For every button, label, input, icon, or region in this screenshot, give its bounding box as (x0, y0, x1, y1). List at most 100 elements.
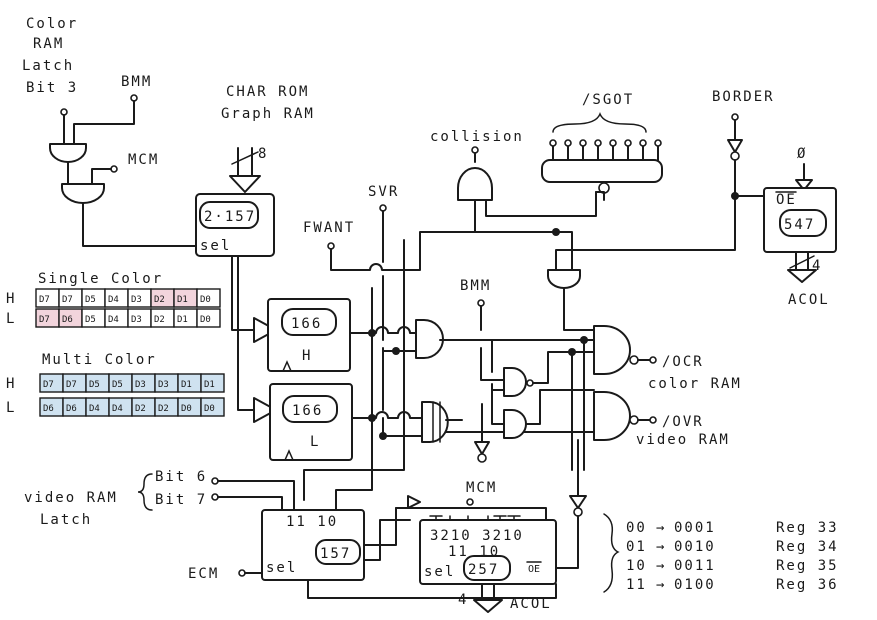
sgot-pin (579, 139, 587, 147)
chip-166-h-label: 166 (291, 316, 322, 332)
chip-547-label-box (779, 209, 827, 237)
bit7-label: Bit 7 (155, 492, 207, 508)
bus-arrow-8 (229, 147, 261, 193)
wire (555, 159, 736, 271)
register-arrow: → (656, 520, 666, 536)
wire (82, 202, 197, 247)
sgot-pin (594, 139, 602, 147)
ocr-pin (649, 356, 657, 364)
register-arrow: → (656, 558, 666, 574)
chip-166-l-label-box (282, 395, 338, 423)
bit-cell (200, 373, 225, 393)
multi-color-label: Multi Color (42, 352, 157, 368)
wire (475, 231, 573, 271)
sgot-brace (552, 111, 647, 133)
wire (555, 515, 579, 569)
bus-width-8: 8 (258, 146, 268, 162)
bus-width-4-bottom: 4 (458, 592, 468, 608)
wire (217, 480, 295, 511)
sgot-gate (541, 159, 663, 183)
register-reg: Reg 35 (776, 558, 839, 574)
chip-157-pins: 11 10 (286, 514, 338, 530)
bit-cell-label: D1 (181, 380, 192, 390)
mcm-buffer-bottom (407, 495, 421, 509)
bit-cell-label: D3 (131, 315, 142, 325)
bit-cell-label: D6 (43, 404, 54, 414)
wire (73, 100, 135, 145)
bit-cell-label: D5 (85, 315, 96, 325)
bmm-mid-label: BMM (460, 278, 491, 294)
wire (307, 579, 557, 599)
wire (395, 507, 547, 521)
chip-257-label: 257 (468, 562, 499, 578)
ocr-invert-bubble (629, 355, 639, 365)
wire (335, 287, 373, 517)
acol-invert-bubble (573, 507, 583, 517)
register-value: 0100 (674, 577, 716, 593)
nand-gate-ovr (593, 391, 631, 441)
graph-ram-label: Graph RAM (221, 106, 315, 122)
chip-157-label-box (315, 539, 361, 565)
color-ram-label: color RAM (648, 376, 742, 392)
fwant-wire (330, 231, 477, 271)
register-reg: Reg 33 (776, 520, 839, 536)
svr-label: SVR (368, 184, 399, 200)
register-brace (603, 513, 620, 593)
ovr-label: /OVR (662, 414, 704, 430)
wire (595, 191, 605, 201)
color-ram-latch-label: Color RAM Latch Bit 3 (22, 16, 76, 96)
register-reg: Reg 34 (776, 539, 839, 555)
junction (368, 329, 376, 337)
bit-cell-label: D0 (200, 315, 211, 325)
border-buffer (727, 139, 743, 153)
ovr-invert-bubble (629, 415, 639, 425)
chip-2x157-label: 2·157 (204, 209, 256, 225)
ocr-label: /OCR (662, 354, 704, 370)
chip-257-pins-a: 3210 3210 (430, 528, 524, 544)
video-ram-latch-line2: Latch (40, 512, 92, 528)
sgot-pin (639, 139, 647, 147)
bit-cell-label: D7 (66, 380, 77, 390)
acol-buffer (569, 495, 587, 509)
sgot-inputs (549, 139, 662, 161)
junction (568, 348, 576, 356)
sgot-pin (549, 139, 557, 147)
clock-marker (282, 360, 292, 372)
register-arrow: → (656, 577, 666, 593)
video-ram-label: video RAM (636, 432, 730, 448)
chip-166-l-output: L (310, 434, 320, 450)
bus-width-4-top: 4 (812, 258, 822, 274)
and-gate-second (61, 183, 105, 204)
chip-166-h-label-box (281, 308, 337, 336)
wire (363, 507, 397, 546)
bit-cell-label: D3 (131, 295, 142, 305)
wire (525, 389, 595, 425)
bmm-top-label: BMM (121, 74, 152, 90)
register-value: 0001 (674, 520, 716, 536)
multi-row-h-label: H (6, 376, 16, 392)
chip-157-sel: sel (266, 560, 297, 576)
and-gate-border (547, 269, 581, 289)
bit-cell-label: D7 (39, 295, 50, 305)
register-code: 11 (626, 577, 647, 593)
bit-cell (200, 397, 225, 417)
and-gate-l (421, 401, 449, 443)
chip-2x157-sel: sel (200, 238, 231, 254)
bit-cell-label: D0 (204, 404, 215, 414)
register-value: 0011 (674, 558, 716, 574)
wire (491, 339, 505, 425)
wire (480, 305, 505, 381)
bit-cell-label: D0 (181, 404, 192, 414)
register-code: 00 (626, 520, 647, 536)
register-value: 0010 (674, 539, 716, 555)
phi0-arrow (795, 163, 813, 191)
wire (571, 339, 585, 471)
bit-cell-label: D2 (158, 404, 169, 414)
mcm-top-label: MCM (128, 152, 159, 168)
bit-cell-label: D4 (108, 295, 119, 305)
sgot-pin (564, 139, 572, 147)
bit-cell-label: D0 (200, 295, 211, 305)
